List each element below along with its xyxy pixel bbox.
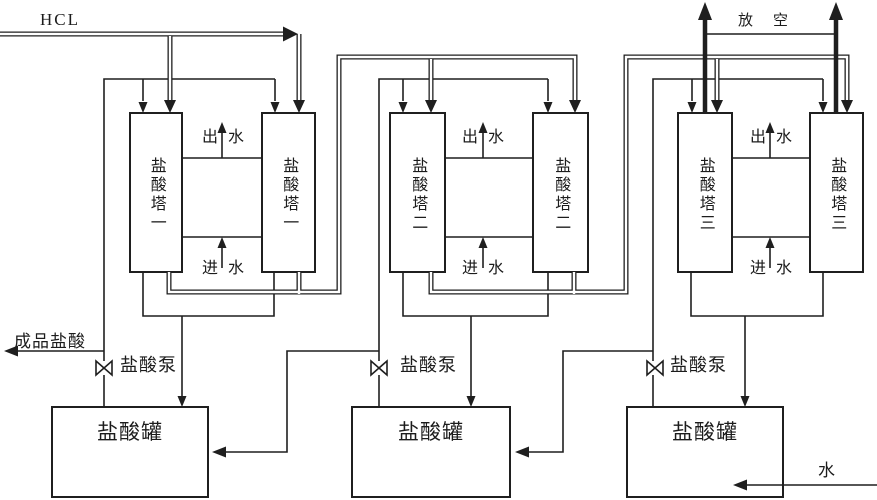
acid-circulation-pipes — [16, 78, 824, 453]
drain-arrow-icon — [740, 396, 750, 407]
tower-3-right-label: 盐酸塔三 — [828, 157, 846, 233]
valve-icon — [646, 359, 657, 377]
flow-arrows — [4, 2, 853, 491]
acid-arrow-icon — [398, 102, 408, 113]
tank-2 — [351, 406, 511, 498]
gas-arrow-icon — [164, 100, 176, 113]
gas-pipes — [0, 31, 850, 295]
drain-arrow-icon — [466, 396, 476, 407]
hcl-feed-label: HCL — [40, 10, 80, 29]
water-out-label-2: 出水 — [462, 129, 515, 146]
tank-1 — [51, 406, 209, 498]
valve-icon — [370, 359, 381, 377]
tower-3-left-label: 盐酸塔三 — [696, 157, 714, 233]
valve-icon — [102, 359, 113, 377]
acid-arrow-icon — [687, 102, 697, 113]
water-in-arrow-icon — [765, 237, 775, 248]
tank-3 — [626, 406, 784, 498]
tower-1-left-label: 盐酸塔一 — [147, 157, 165, 233]
gas-arrow-icon — [293, 100, 305, 113]
acid-tanks — [51, 406, 784, 498]
acid-arrow-icon — [138, 102, 148, 113]
tower-2-right — [532, 112, 589, 273]
water-in-label-3: 进水 — [750, 260, 803, 277]
product-arrow-icon — [4, 345, 18, 357]
tower-1-right — [261, 112, 316, 273]
water-out-arrow-icon — [217, 122, 227, 133]
acid-arrow-icon — [270, 102, 280, 113]
pump-label-3: 盐酸泵 — [670, 355, 727, 375]
pump-label-1: 盐酸泵 — [120, 355, 177, 375]
tower-3-right — [809, 112, 864, 273]
tower-2-right-label: 盐酸塔二 — [552, 157, 570, 233]
pump-valves — [95, 359, 664, 377]
water-out-label-3: 出水 — [750, 129, 803, 146]
valve-icon — [653, 359, 664, 377]
tank-label-1: 盐酸罐 — [97, 420, 163, 444]
absorption-towers — [129, 112, 864, 273]
vent-arrow-icon — [698, 2, 712, 20]
tank-label-3: 盐酸罐 — [672, 420, 738, 444]
tower-3-left — [677, 112, 733, 273]
valve-icon — [95, 359, 106, 377]
gas-arrow-icon — [841, 100, 853, 113]
water-out-arrow-icon — [765, 122, 775, 133]
water-in-arrow-icon — [478, 237, 488, 248]
vent-arrow-icon — [829, 2, 843, 20]
gas-arrow-icon — [711, 100, 723, 113]
water-in-arrow-icon — [217, 237, 227, 248]
water-in-label-1: 进水 — [202, 260, 255, 277]
transfer-arrow-icon — [515, 446, 529, 458]
drain-arrow-icon — [177, 396, 187, 407]
tower-1-left — [129, 112, 183, 273]
water-feed-arrow-icon — [733, 479, 747, 491]
pump-label-2: 盐酸泵 — [400, 355, 457, 375]
valve-icon — [377, 359, 388, 377]
tower-1-right-label: 盐酸塔一 — [280, 157, 298, 233]
transfer-arrow-icon — [212, 446, 226, 458]
product-acid-label: 成品盐酸 — [14, 332, 86, 351]
gas-arrow-icon — [569, 100, 581, 113]
vent-risers — [702, 16, 839, 112]
gas-arrow-icon — [425, 100, 437, 113]
water-out-label-1: 出水 — [202, 129, 255, 146]
water-feed-label: 水 — [818, 461, 835, 480]
vent-label: 放空 — [738, 13, 809, 29]
tower-2-left — [389, 112, 446, 273]
hcl-feed-arrow-icon — [283, 26, 298, 42]
acid-arrow-icon — [543, 102, 553, 113]
acid-arrow-icon — [818, 102, 828, 113]
water-out-arrow-icon — [478, 122, 488, 133]
tower-2-left-label: 盐酸塔二 — [409, 157, 427, 233]
water-in-label-2: 进水 — [462, 260, 515, 277]
tank-label-2: 盐酸罐 — [398, 420, 464, 444]
